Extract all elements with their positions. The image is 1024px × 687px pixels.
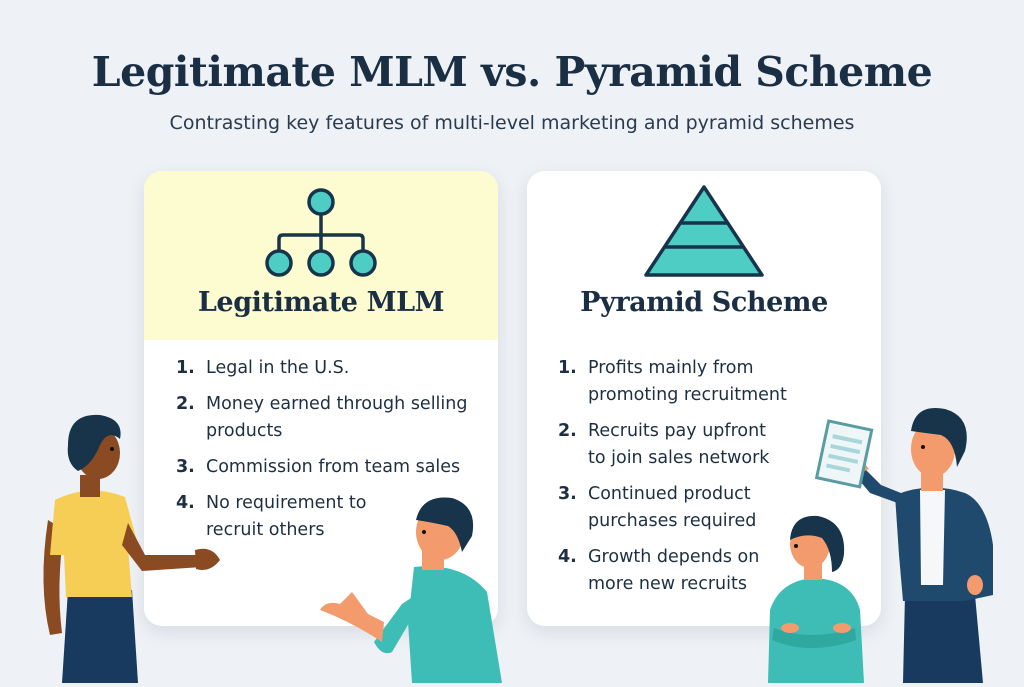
card-title: Legitimate MLM: [197, 287, 445, 318]
list-item: 2.Recruits pay upfront to join sales net…: [558, 421, 770, 468]
card-legitimate-mlm: Legitimate MLM 1.Legal in the U.S. 2.Mon…: [144, 171, 498, 626]
feature-list: 1.Profits mainly from promoting recruitm…: [558, 355, 788, 607]
page-subtitle: Contrasting key features of multi-level …: [169, 112, 855, 134]
list-item: 1.Legal in the U.S.: [176, 358, 350, 378]
person-woman-illustration: [760, 510, 870, 687]
list-item: 2.Money earned through selling products: [176, 394, 468, 441]
page-title: Legitimate MLM vs. Pyramid Scheme: [91, 48, 933, 96]
person-suit-illustration: [814, 405, 1024, 687]
person-teal-shirt-illustration: [312, 492, 512, 687]
pyramid-icon: [642, 183, 766, 283]
list-item: 4.No requirement to recruit others: [176, 493, 367, 540]
list-item: 3.Continued product purchases required: [558, 484, 757, 531]
feature-list: 1.Legal in the U.S. 2.Money earned throu…: [176, 355, 486, 553]
card-pyramid-scheme: Pyramid Scheme 1.Profits mainly from pro…: [527, 171, 881, 626]
card-title: Pyramid Scheme: [580, 287, 828, 318]
card-header: Legitimate MLM: [144, 171, 498, 340]
list-item: 1.Profits mainly from promoting recruitm…: [558, 358, 787, 405]
list-item: 3.Commission from team sales: [176, 457, 461, 477]
list-item: 4.Growth depends on more new recruits: [558, 547, 760, 594]
card-header: Pyramid Scheme: [527, 171, 881, 340]
person-yellow-shirt-illustration: [20, 405, 230, 687]
org-chart-icon: [261, 185, 381, 281]
